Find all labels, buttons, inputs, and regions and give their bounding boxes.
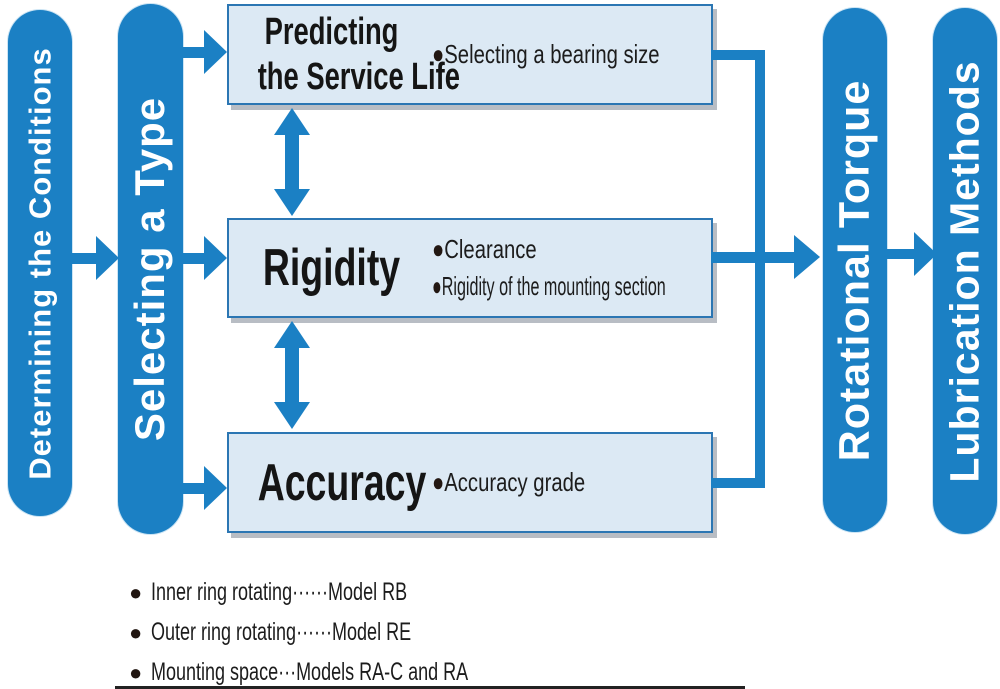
bullet-dot-icon: ● xyxy=(129,619,143,645)
double-arrow-rigidity-accuracy-up-head xyxy=(274,321,310,348)
bullet-dot-icon: ● xyxy=(432,38,445,69)
arrow-selecting-to-accuracy-shaft xyxy=(179,483,207,494)
arrow-selecting-to-accuracy-head xyxy=(204,466,227,510)
stage-selecting-type: Selecting a Type xyxy=(118,4,183,534)
double-arrow-service-rigidity-shaft xyxy=(285,132,299,192)
bracket-top-connector xyxy=(711,50,765,60)
stage-determining-conditions-label: Determining the Conditions xyxy=(22,46,58,480)
box-rigidity-bullets: ●Clearance ●Rigidity of the mounting sec… xyxy=(432,234,809,301)
arrow-to-rotational-torque-shaft xyxy=(711,252,796,263)
bracket-bottom-connector xyxy=(711,478,765,488)
arrow-selecting-to-service-life-head xyxy=(204,30,227,74)
double-arrow-rigidity-accuracy-shaft xyxy=(285,345,299,405)
model-legend: ● Inner ring rotating······Model RB ● Ou… xyxy=(129,578,592,687)
arrow-to-rotational-torque-head xyxy=(794,235,820,279)
bullet-text: Accuracy grade xyxy=(444,466,586,497)
double-arrow-service-rigidity-down-head xyxy=(274,189,310,216)
stage-lubrication-methods-label: Lubrication Methods xyxy=(941,59,988,483)
arrow-to-lubrication-methods-head xyxy=(914,232,937,276)
box-accuracy-bullets: ●Accuracy grade xyxy=(432,467,628,498)
double-arrow-service-rigidity-up-head xyxy=(274,108,310,135)
title-line-2: the Service Life xyxy=(257,55,460,98)
bullet-item: ●Accuracy grade xyxy=(432,467,585,498)
bullet-item: ●Rigidity of the mounting section xyxy=(432,271,666,302)
arrow-selecting-to-service-life-shaft xyxy=(179,47,207,58)
bullet-item: ●Clearance xyxy=(432,234,726,265)
box-accuracy: Accuracy ●Accuracy grade xyxy=(227,432,713,533)
box-predicting-service-life-bullets: ●Selecting a bearing size xyxy=(432,39,724,70)
double-arrow-rigidity-accuracy-down-head xyxy=(274,402,310,429)
bracket-vertical-line xyxy=(755,50,765,488)
stage-lubrication-methods: Lubrication Methods xyxy=(933,8,997,534)
bullet-dot-icon: ● xyxy=(129,579,143,605)
legend-item-mounting-space: ● Mounting space···Models RA-C and RA xyxy=(129,658,592,687)
arrow-determining-to-selecting-head xyxy=(96,236,119,280)
legend-item-text: Inner ring rotating······Model RB xyxy=(151,578,408,606)
bullet-item: ●Selecting a bearing size xyxy=(432,39,660,70)
stage-selecting-type-label: Selecting a Type xyxy=(126,96,174,442)
arrow-determining-to-selecting-shaft xyxy=(72,253,99,264)
stage-determining-conditions: Determining the Conditions xyxy=(8,10,72,516)
bullet-dot-icon: ● xyxy=(432,270,442,301)
stage-rotational-torque: Rotational Torque xyxy=(823,8,887,532)
title-line-1: Predicting xyxy=(264,10,399,53)
cropped-bottom-bar xyxy=(115,686,745,689)
box-rigidity-title: Rigidity xyxy=(262,239,401,297)
bullet-text: Clearance xyxy=(444,234,537,265)
box-predicting-service-life: Predicting the Service Life ●Selecting a… xyxy=(227,4,713,105)
arrow-selecting-to-rigidity-head xyxy=(204,236,227,280)
bullet-dot-icon: ● xyxy=(129,659,143,685)
legend-item-text: Mounting space···Models RA-C and RA xyxy=(151,658,469,686)
box-predicting-service-life-title: Predicting the Service Life xyxy=(257,10,460,100)
bullet-dot-icon: ● xyxy=(432,234,445,265)
bullet-text: Selecting a bearing size xyxy=(444,38,660,69)
arrow-to-lubrication-methods-shaft xyxy=(885,249,917,259)
bullet-text: Rigidity of the mounting section xyxy=(441,270,666,301)
box-accuracy-title: Accuracy xyxy=(257,453,427,512)
stage-rotational-torque-label: Rotational Torque xyxy=(830,79,879,461)
arrow-selecting-to-rigidity-shaft xyxy=(179,253,207,264)
box-rigidity: Rigidity ●Clearance ●Rigidity of the mou… xyxy=(227,218,713,318)
bullet-dot-icon: ● xyxy=(432,466,445,497)
legend-item-text: Outer ring rotating······Model RE xyxy=(151,618,412,646)
legend-item-inner-ring: ● Inner ring rotating······Model RB xyxy=(129,578,592,607)
legend-item-outer-ring: ● Outer ring rotating······Model RE xyxy=(129,618,592,647)
